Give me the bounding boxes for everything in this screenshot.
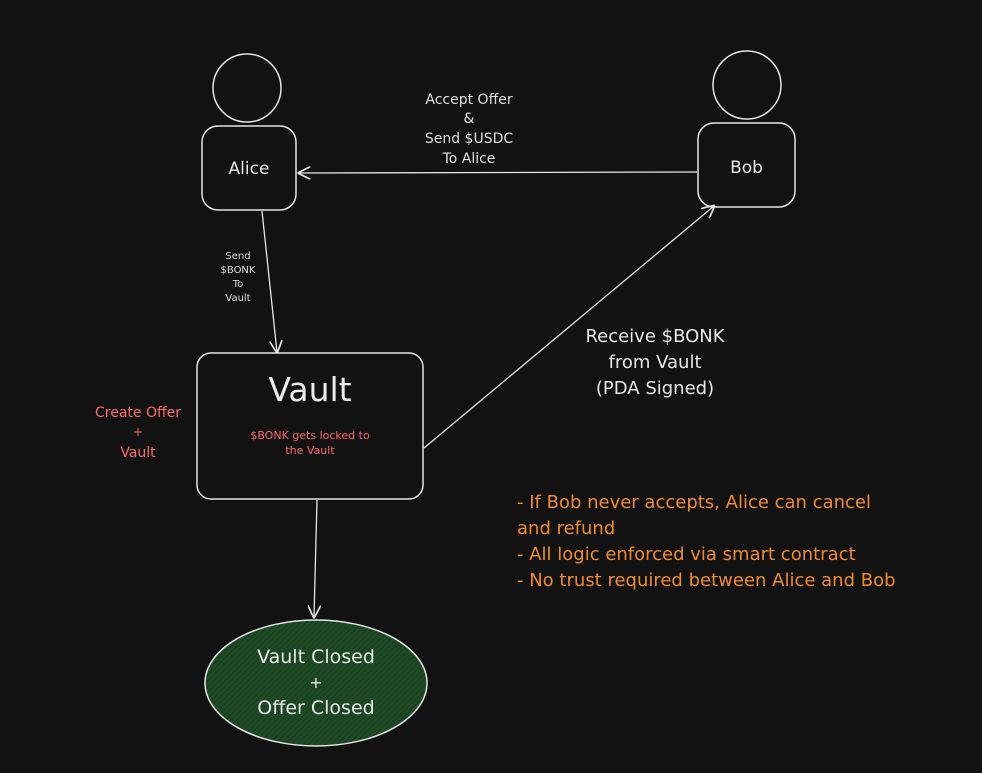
create-offer-label-2: + [132, 425, 144, 439]
create-offer-label-1: Create Offer [94, 405, 181, 421]
alice-label: Alice [228, 159, 270, 179]
note-line: - All logic enforced via smart contract [517, 544, 856, 566]
closed-label-line-2: + [309, 673, 323, 692]
note-line: - No trust required between Alice and Bo… [517, 570, 896, 592]
bob-head [712, 50, 782, 120]
bob-label: Bob [730, 158, 763, 178]
arrow-vault-to-closed [314, 499, 317, 617]
accept-offer-label-1: Accept Offer [425, 92, 513, 108]
closed-ellipse[interactable] [204, 619, 428, 747]
send-bonk-label-3: To [232, 279, 244, 290]
receive-bonk-label-3: (PDA Signed) [595, 378, 715, 399]
receive-bonk-label-2: from Vault [608, 352, 702, 373]
arrow-alice-to-vault [261, 210, 277, 352]
receive-bonk-label-1: Receive $BONK [585, 326, 725, 347]
vault-subtitle-line-1: $BONK gets locked to [250, 429, 370, 442]
arrow-bob-to-alice [299, 172, 698, 173]
arrow-vault-to-bob [423, 206, 714, 449]
send-bonk-label-2: $BONK [220, 265, 256, 276]
send-bonk-label-1: Send [225, 251, 251, 262]
note-line: - If Bob never accepts, Alice can cancel [517, 492, 871, 513]
alice-box[interactable] [201, 125, 297, 211]
bob-box[interactable] [697, 122, 796, 208]
accept-offer-label-4: To Alice [442, 151, 496, 167]
vault-subtitle-line-2: the Vault [285, 444, 335, 457]
notes-block: - If Bob never accepts, Alice can cancel… [517, 490, 896, 594]
send-bonk-label-4: Vault [225, 293, 251, 304]
vault-box[interactable] [196, 352, 424, 500]
alice-head [212, 53, 282, 123]
create-offer-label-3: Vault [120, 445, 156, 461]
accept-offer-label-3: Send $USDC [424, 131, 514, 147]
vault-title: Vault [268, 370, 352, 409]
accept-offer-label-2: & [463, 111, 475, 127]
closed-label-line-1: Vault Closed [257, 646, 375, 668]
note-line: and refund [517, 518, 616, 540]
closed-label-line-3: Offer Closed [257, 697, 375, 719]
